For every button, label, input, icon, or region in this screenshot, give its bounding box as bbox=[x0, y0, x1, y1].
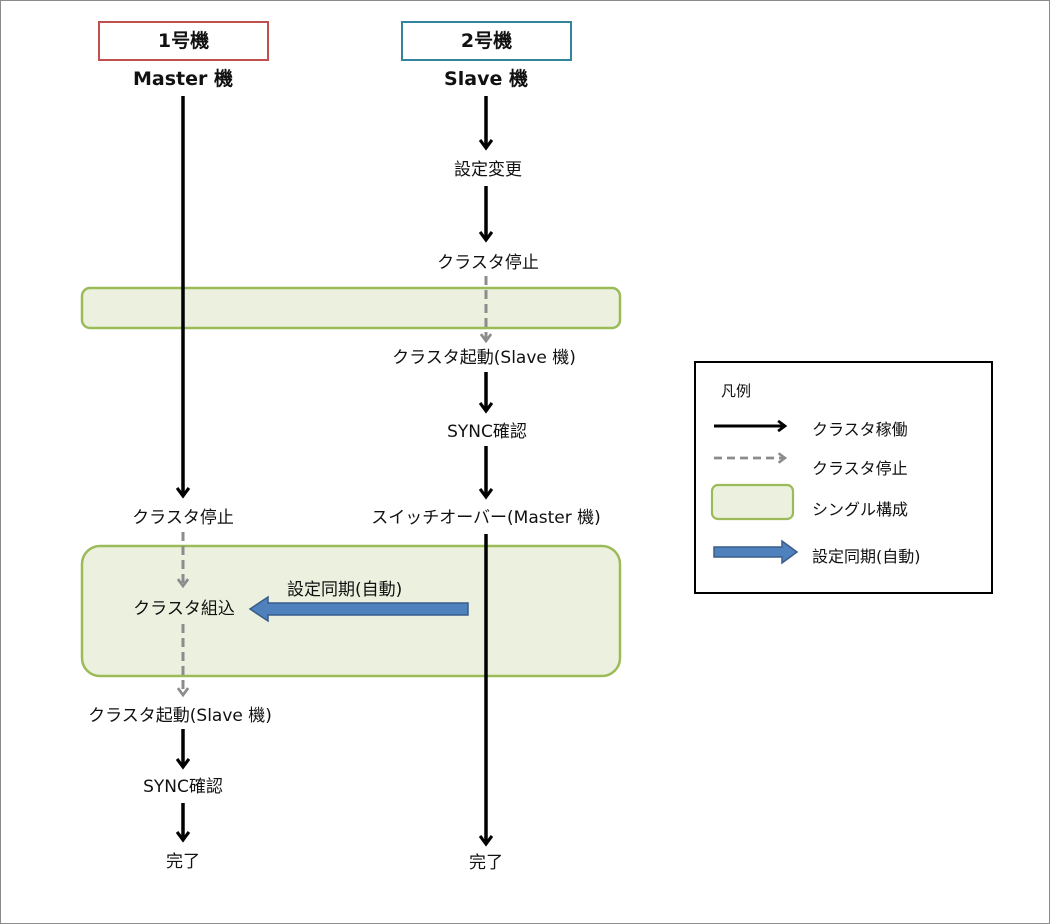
legend-item-single-label: シングル構成 bbox=[812, 500, 909, 519]
machine2-step-cluster-start: クラスタ起動(Slave 機) bbox=[392, 348, 576, 368]
legend-item-running-label: クラスタ稼働 bbox=[812, 420, 908, 439]
blue-block-arrow-icon bbox=[713, 539, 799, 565]
single-config-box-icon bbox=[710, 483, 795, 521]
machine2-step-done: 完了 bbox=[469, 853, 503, 873]
machine1-step-cluster-stop: クラスタ停止 bbox=[132, 508, 234, 528]
machine1-step-done: 完了 bbox=[166, 852, 200, 872]
legend-item-stopped-label: クラスタ停止 bbox=[812, 459, 908, 478]
machine2-step-cluster-stop: クラスタ停止 bbox=[437, 253, 539, 273]
machine1-step-cluster-join: クラスタ組込 bbox=[133, 599, 235, 619]
machine1-header: 1号機 bbox=[98, 21, 269, 61]
machine2-role: Slave 機 bbox=[444, 68, 528, 90]
legend-title: 凡例 bbox=[721, 382, 752, 400]
sync-block-arrow bbox=[248, 595, 469, 623]
legend-item-sync-label: 設定同期(自動) bbox=[812, 547, 921, 566]
machine2-step-sync-check: SYNC確認 bbox=[447, 422, 527, 442]
machine2-step-config-change: 設定変更 bbox=[454, 160, 522, 180]
machine1-step-cluster-start: クラスタ起動(Slave 機) bbox=[88, 706, 272, 726]
machine2-header: 2号機 bbox=[401, 21, 572, 61]
machine1-step-sync-check: SYNC確認 bbox=[143, 777, 223, 797]
machine2-step-switchover: スイッチオーバー(Master 機) bbox=[371, 508, 601, 528]
machine1-role: Master 機 bbox=[133, 68, 233, 90]
single-config-zone-top bbox=[80, 286, 622, 330]
sync-label: 設定同期(自動) bbox=[287, 580, 403, 600]
